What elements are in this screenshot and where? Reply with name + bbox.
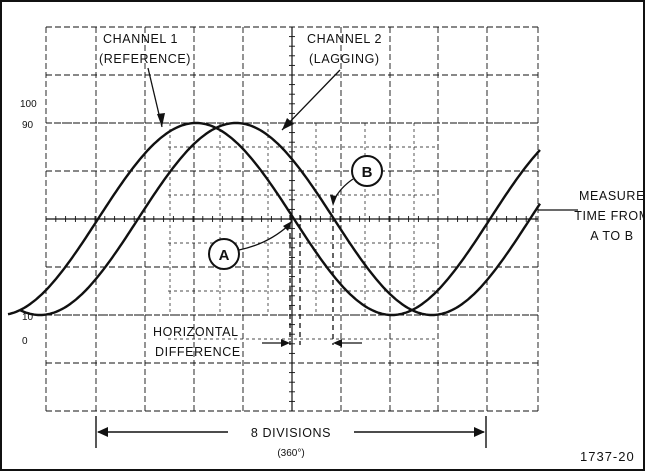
marker-a-leader: [238, 224, 290, 251]
marker-b-label: B: [362, 164, 373, 181]
measure-label-2: TIME FROM: [574, 209, 645, 223]
channel-1-label: CHANNEL 1: [103, 32, 178, 46]
channel-1-arrowhead: [157, 113, 165, 127]
difference-arrow-right-head: [333, 339, 342, 347]
channel-1-sublabel: (REFERENCE): [99, 52, 191, 66]
measure-label-3: A TO B: [590, 229, 633, 243]
marker-b-circle: [351, 155, 383, 187]
horizontal-difference-sublabel: DIFFERENCE: [155, 345, 241, 359]
marker-a-label: A: [219, 247, 230, 264]
channel-1-waveform: [7, 121, 541, 317]
figure-id: 1737-20: [580, 449, 635, 464]
divisions-left-arrowhead: [97, 427, 108, 437]
channel-2-label: CHANNEL 2: [307, 32, 382, 46]
channel-2-sublabel: (LAGGING): [309, 52, 380, 66]
channel-2-waveform: [19, 121, 541, 317]
marker-b-arrowhead: [330, 195, 337, 206]
graticule-grid: [45, 26, 539, 412]
scale-label-0: 0: [22, 336, 28, 347]
scale-label-100: 100: [20, 99, 37, 110]
channel-2-arrowhead: [282, 118, 294, 130]
marker-a-circle: [208, 238, 240, 270]
scale-label-90: 90: [22, 120, 34, 131]
measure-label: MEASURE: [579, 189, 645, 203]
horizontal-difference-label: HORIZONTAL: [153, 325, 239, 339]
scale-label-10: 10: [22, 312, 34, 323]
channel-2-leader-line: [281, 69, 341, 131]
divisions-sublabel: (360°): [277, 448, 304, 459]
divisions-right-arrowhead: [474, 427, 485, 437]
difference-arrow-left-head: [281, 339, 290, 347]
divisions-label: 8 DIVISIONS: [251, 426, 331, 440]
marker-b-leader: [333, 178, 354, 201]
marker-a-arrowhead: [283, 221, 292, 231]
